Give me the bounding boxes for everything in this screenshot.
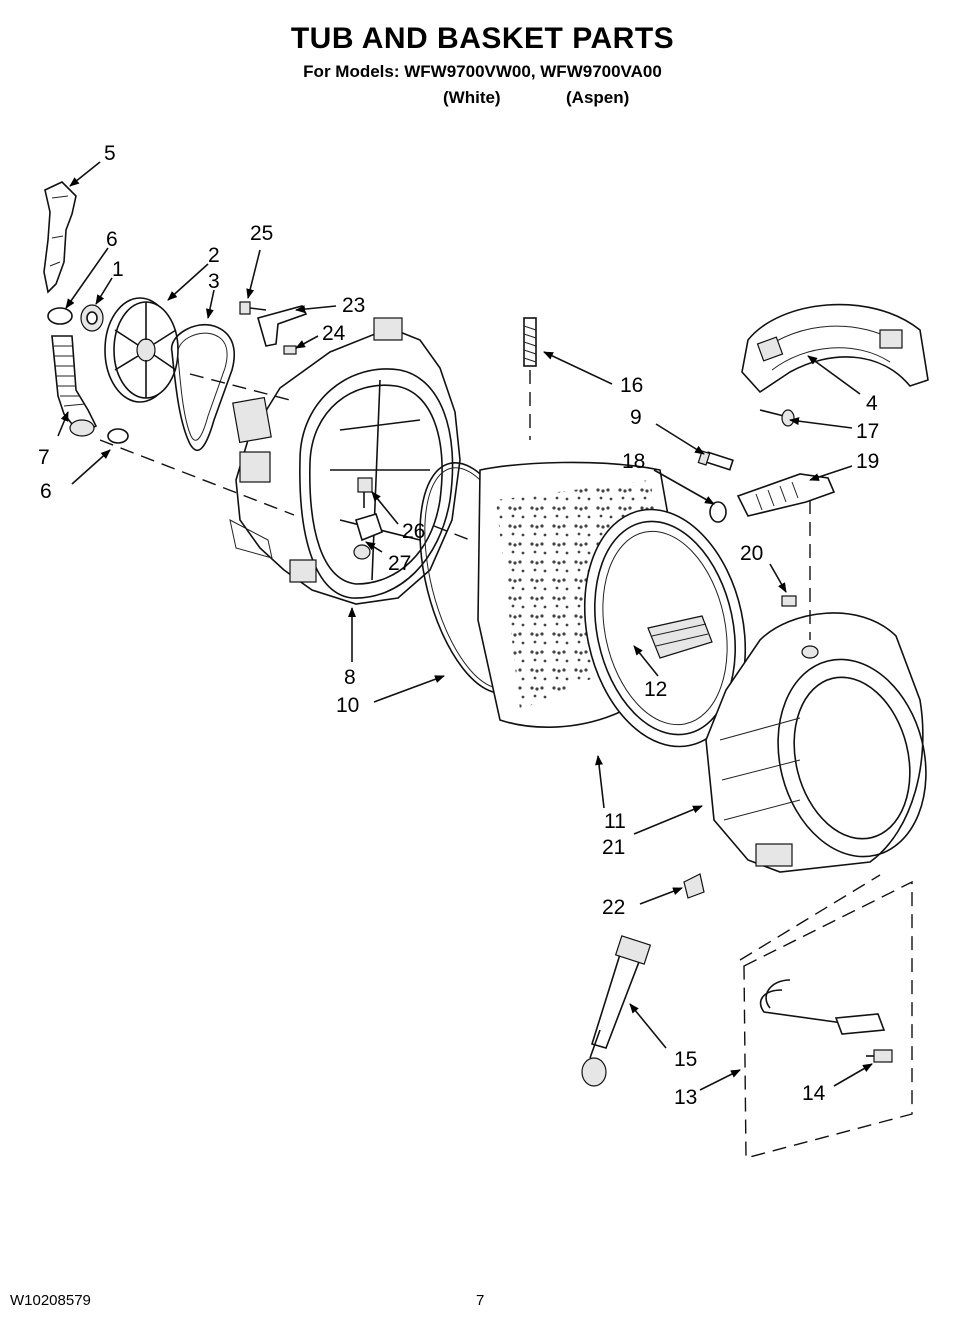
callout-24: 24 (322, 322, 346, 345)
part-15-shock-absorber (581, 935, 652, 1087)
part-19-vent-hose (736, 473, 836, 517)
part-12-baffle (647, 615, 713, 659)
callout-23: 23 (342, 294, 365, 317)
part-20-clip (781, 595, 797, 607)
callout-21: 21 (602, 836, 625, 859)
callout-13: 13 (674, 1086, 697, 1109)
part-1-nut (80, 304, 104, 332)
variant-white-label: (White) (443, 88, 501, 107)
callout-6-lower: 6 (40, 480, 52, 503)
callout-26: 26 (402, 520, 425, 543)
callout-12: 12 (644, 678, 667, 701)
document-number: W10208579 (10, 1292, 91, 1309)
part-25-screw (239, 301, 267, 315)
part-5-hose-bracket (43, 181, 77, 294)
variant-aspen-label: (Aspen) (566, 88, 630, 107)
part-22-tag (683, 873, 705, 899)
callout-15: 15 (674, 1048, 697, 1071)
callout-9: 9 (630, 406, 642, 429)
callout-25: 25 (250, 222, 273, 245)
part-24-screw (283, 345, 297, 355)
callout-27: 27 (388, 552, 411, 575)
callout-14: 14 (802, 1082, 826, 1105)
callout-6-upper: 6 (106, 228, 118, 251)
callout-19: 19 (856, 450, 879, 473)
callout-8: 8 (344, 666, 356, 689)
part-6-clamp-lower (107, 428, 129, 444)
callout-22: 22 (602, 896, 625, 919)
part-2-pulley (104, 297, 179, 403)
callout-16: 16 (620, 374, 643, 397)
callout-1: 1 (112, 258, 124, 281)
callout-17: 17 (856, 420, 879, 443)
callout-7: 7 (38, 446, 50, 469)
callout-11: 11 (604, 810, 626, 833)
part-23-bracket (257, 305, 308, 347)
part-7-hose (51, 335, 98, 437)
part-13-heater-group (743, 880, 913, 1159)
part-4-counterweight-cover (741, 303, 929, 394)
callout-3: 3 (208, 270, 220, 293)
part-16-spring (523, 317, 537, 367)
part-17-bolt (759, 409, 795, 427)
callout-18: 18 (622, 450, 645, 473)
callout-4: 4 (866, 392, 878, 415)
part-14-temp-sensor (866, 1049, 893, 1063)
part-8-rear-tub (229, 317, 461, 605)
part-6-clamp-upper (47, 307, 73, 325)
part-21-front-tub (705, 612, 927, 873)
leader-arrows (57, 161, 873, 1091)
callout-20: 20 (740, 542, 763, 565)
part-3-belt (170, 323, 236, 451)
models-subtitle: For Models: WFW9700VW00, WFW9700VA00 (303, 62, 662, 81)
callout-10: 10 (336, 694, 359, 717)
callout-2: 2 (208, 244, 220, 267)
page-title: TUB AND BASKET PARTS (290, 22, 675, 55)
callout-5: 5 (104, 142, 116, 165)
page-number: 7 (476, 1292, 485, 1309)
part-18-clamp (709, 501, 727, 523)
part-26-screw (357, 477, 373, 508)
callout-labels: 5 6 1 2 3 25 23 24 16 4 17 9 18 19 20 26… (38, 142, 879, 1109)
